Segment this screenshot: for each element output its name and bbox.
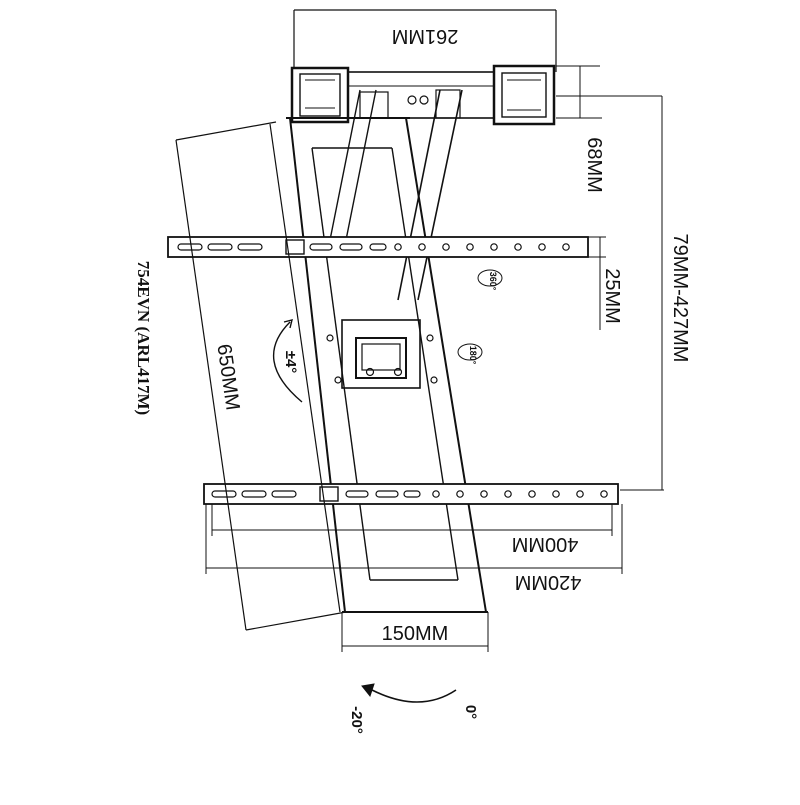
label-top-width: 261MM [392, 25, 459, 47]
label-model: 754EVN (ARL417M) [134, 261, 153, 415]
dimension-top-width [293, 9, 557, 72]
label-tilt-start: 0° [462, 705, 479, 719]
label-rail-gap: 25MM [601, 268, 623, 324]
tilt-arrow [361, 683, 457, 703]
wall-plate-bar [347, 71, 495, 119]
center-plate [326, 319, 438, 389]
rail-upper [167, 236, 589, 258]
label-swivel-180: 180° [468, 346, 478, 365]
label-extension: 79MM-427MM [669, 234, 691, 363]
dimension-arm-depth [556, 65, 602, 119]
wall-bracket-right [492, 64, 556, 126]
dimension-inner-width [211, 504, 613, 536]
swivel-badge-180 [457, 343, 483, 361]
dimension-outer-width [205, 504, 623, 574]
dimension-height [175, 121, 347, 631]
dimension-plate-width [341, 612, 489, 652]
label-outer-width: 420MM [515, 571, 582, 593]
label-arm-depth: 68MM [583, 137, 605, 193]
label-rotation: ±4° [282, 351, 299, 374]
dimension-extension [556, 95, 664, 491]
dimension-rail-gap [588, 236, 606, 330]
label-inner-width: 400MM [512, 533, 579, 555]
label-height: 650MM [212, 343, 243, 412]
rail-lower [203, 483, 619, 505]
wall-bracket-left [290, 66, 350, 124]
label-swivel-360: 360° [488, 272, 498, 291]
swivel-badge-360 [477, 269, 503, 287]
rotation-arrow [272, 319, 303, 403]
label-tilt-end: -20° [348, 706, 365, 734]
label-plate-width: 150MM [382, 623, 449, 645]
